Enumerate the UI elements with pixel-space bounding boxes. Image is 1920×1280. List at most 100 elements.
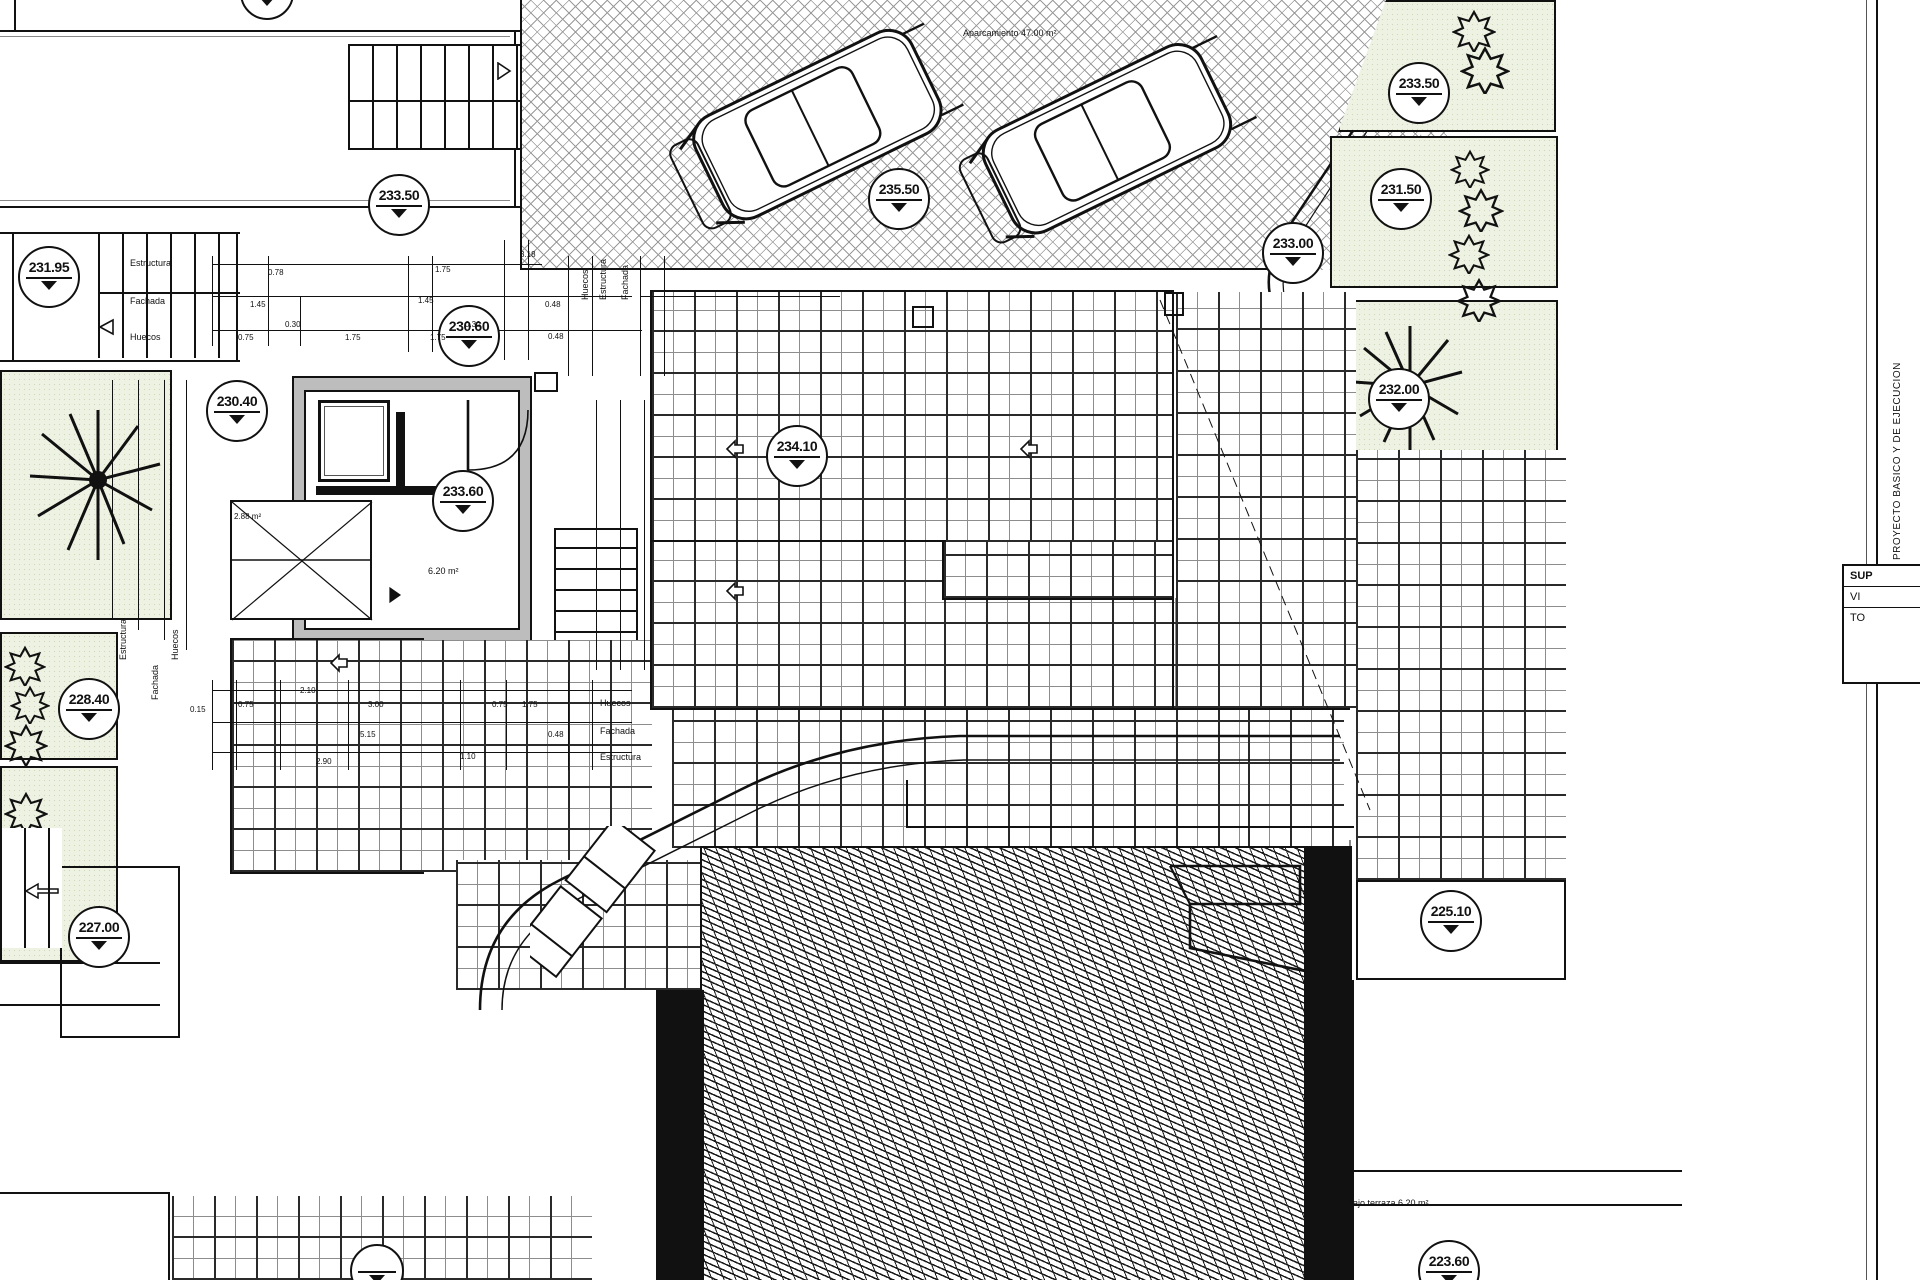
detail-box-b [1164, 292, 1184, 316]
dimension-text: 2.10 [300, 686, 316, 695]
dim-tick-t10 [592, 256, 593, 376]
elevation-triangle-icon [1393, 203, 1409, 212]
stair-edge-4 [348, 44, 350, 150]
dimension-text: 3.18 [520, 250, 536, 259]
elevation-value: 227.00 [78, 919, 120, 935]
stair-edge-3 [348, 148, 522, 150]
elevation-marker: 228.40 [58, 678, 120, 740]
dim-chain-left-v3 [164, 380, 165, 640]
dim-chain-top-1 [212, 264, 542, 265]
elevation-triangle-icon [41, 281, 57, 290]
bl-wall-3 [0, 1192, 170, 1194]
lift-shaft [318, 400, 390, 482]
terrace-tiles-d [944, 598, 1176, 708]
dim-chain-mr-v1 [596, 400, 597, 670]
elevation-marker: 231.95 [18, 246, 80, 308]
dim-chain-top-4 [640, 296, 840, 297]
annotation-label-structure: Estructura [598, 258, 608, 300]
left-stair-treads [98, 234, 240, 358]
top-left-wall-a [0, 30, 520, 32]
elevation-underline [1376, 399, 1422, 401]
dimension-text: 0.30 [465, 320, 481, 329]
dim-tick-t3 [268, 256, 269, 346]
stair-direction-arrow-left [98, 318, 116, 341]
annotation-label-openings: Huecos [600, 698, 631, 708]
dimension-text: 0.15 [190, 705, 206, 714]
br-wall-2 [1352, 1204, 1682, 1206]
drain-arrow-icon-4 [320, 652, 358, 679]
garden-area-left-1 [0, 370, 172, 620]
pool-outline [1169, 864, 1311, 974]
parking-left-edge [520, 0, 522, 270]
dim-chain-bot-1 [212, 690, 632, 691]
palm-tree-icon-left [12, 384, 182, 579]
elevation-value: 233.50 [1398, 75, 1440, 91]
bl-wall-4 [168, 1192, 170, 1280]
br-wall-3 [1352, 980, 1354, 1280]
elevation-value: 233.60 [442, 483, 484, 499]
parking-lower-edge [520, 268, 1280, 270]
dim-tick-t8 [528, 240, 529, 360]
dim-chain-mr-v2 [620, 400, 621, 670]
elevation-value: 230.60 [448, 318, 490, 334]
elevation-marker: 235.50 [868, 168, 930, 230]
terrace-wall-bottom [650, 708, 1350, 710]
left-block-bottom [0, 360, 240, 362]
legend-row-2: TO [1850, 612, 1866, 624]
elevation-value: 233.00 [1272, 235, 1314, 251]
elevation-underline [76, 937, 122, 939]
terrace-wall-top [652, 290, 1172, 292]
terrace-step-2 [942, 540, 944, 600]
shrub-icon-l1 [3, 644, 47, 691]
top-left-wall-f [0, 200, 510, 201]
retaining-wall-solid [1304, 846, 1352, 1280]
elevation-marker: 232.00 [1368, 368, 1430, 430]
scrub-top-edge [700, 846, 1312, 848]
elevation-marker: 225.10 [1420, 890, 1482, 952]
dim-chain-left-v1 [112, 380, 113, 620]
elevation-marker: 233.00 [1262, 222, 1324, 284]
dimension-text: 1.45 [250, 300, 266, 309]
elevation-underline [376, 205, 422, 207]
dim-tick-b4 [348, 680, 349, 770]
dimension-text: 0.78 [268, 268, 284, 277]
elevation-triangle-icon [81, 713, 97, 722]
elevation-underline [876, 199, 922, 201]
legend-row-1: VI [1844, 587, 1920, 608]
annotation-label-structure: Estructura [118, 618, 128, 660]
elevation-triangle-icon [1411, 97, 1427, 106]
elevation-triangle-icon [1391, 403, 1407, 412]
shrub-icon-r1 [1451, 8, 1497, 57]
left-block-edge [12, 232, 14, 362]
dimension-text: 0.75 [238, 333, 254, 342]
shrub-icon-r5 [1447, 232, 1491, 279]
top-left-wall-c [0, 206, 528, 208]
parking-area-label: Aparcamiento 47.00 m² [963, 28, 1057, 38]
stair-edge-1 [348, 44, 522, 46]
elevation-marker-bottom-partial [350, 1244, 404, 1280]
elevation-marker: 233.50 [368, 174, 430, 236]
top-left-wall-e [0, 36, 510, 37]
dimension-text: 1.75 [522, 700, 538, 709]
section-line-right-2 [1349, 840, 1351, 1270]
elevation-triangle-icon [461, 340, 477, 349]
dim-chain-left-v2 [138, 380, 139, 630]
dimension-text: 1.75 [435, 265, 451, 274]
dimension-text: 1.75 [430, 333, 446, 342]
elevation-value: 230.40 [216, 393, 258, 409]
annotation-label-openings: Huecos [170, 629, 180, 660]
elevation-underline [440, 501, 486, 503]
dim-tick-t2 [236, 256, 237, 346]
elevation-marker: 233.50 [1388, 62, 1450, 124]
terrace-step-1 [650, 540, 946, 542]
elevation-underline [1428, 921, 1474, 923]
dim-tick-t6 [432, 256, 433, 352]
detail-box-a [912, 306, 934, 328]
dim-chain-bot-2 [212, 722, 632, 723]
garden-area-right-1 [1330, 136, 1558, 288]
elevation-value: 235.50 [878, 181, 920, 197]
stair-run-top [348, 44, 520, 148]
shrub-icon-r6 [1455, 276, 1503, 327]
sheet-title-vertical: PROYECTO BASICO Y DE EJECUCION [1892, 362, 1903, 560]
